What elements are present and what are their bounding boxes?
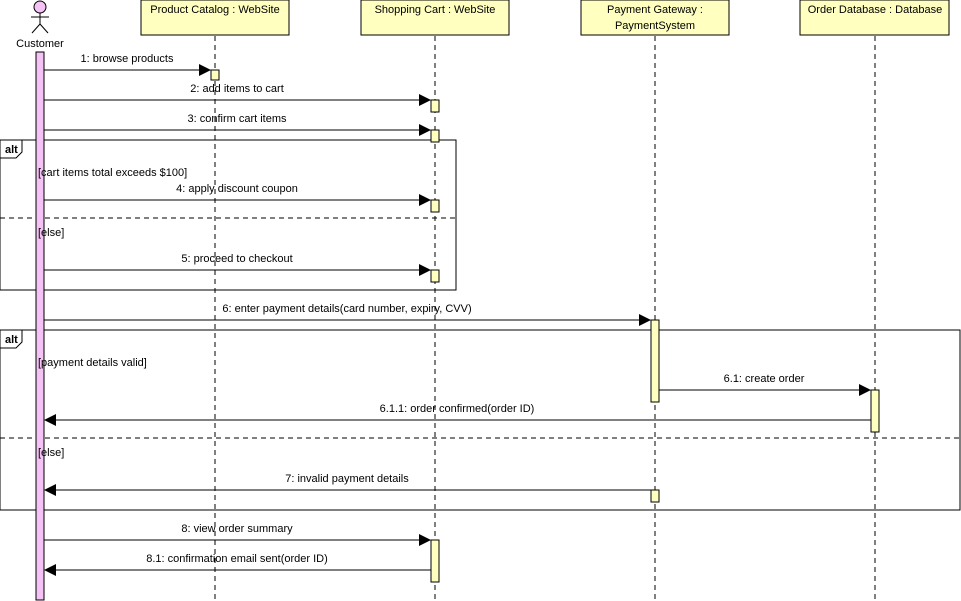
actor-stick-figure-icon (31, 0, 49, 34)
message-2[interactable]: 2: add items to cart (44, 83, 431, 106)
message-label: 6: enter payment details(card number, ex… (222, 303, 471, 315)
lifeline-title: Product Catalog : WebSite (150, 4, 279, 16)
fragment-guard: [else] (38, 227, 64, 239)
cart-activation (430, 199, 440, 213)
fragment-guard: [else] (38, 447, 64, 459)
lifeline-lines (214, 36, 876, 601)
message-label: 6.1: create order (724, 373, 805, 385)
lifeline-box (140, 0, 290, 36)
fragment-operator-tab (0, 139, 23, 159)
arrowhead-icon (44, 564, 56, 576)
payment-activation (650, 319, 660, 403)
activation-bars (210, 69, 880, 583)
message-3[interactable]: 3: confirm cart items (44, 113, 431, 136)
arrowhead-icon (419, 534, 431, 546)
fragment-operator: alt (5, 144, 18, 156)
message-label: 3: confirm cart items (187, 113, 287, 125)
message-4[interactable]: 4: apply discount coupon (44, 183, 431, 206)
message-8[interactable]: 8: view order summary (44, 523, 431, 546)
actor-name: Customer (16, 38, 64, 50)
catalog-activation (210, 69, 220, 81)
customer-activation-overlay (35, 51, 45, 601)
arrowhead-icon (639, 314, 651, 326)
alt-fragment-payment: alt (0, 329, 961, 511)
message-label: 4: apply discount coupon (176, 183, 298, 195)
message-8-1[interactable]: 8.1: confirmation email sent(order ID) (44, 553, 431, 576)
cart-activation (430, 99, 440, 113)
message-label: 1: browse products (81, 53, 174, 65)
lifeline-cart[interactable]: Shopping Cart : WebSite (360, 0, 510, 36)
lifeline-payment[interactable]: Payment Gateway : PaymentSystem (580, 0, 730, 36)
lifeline-title-line1: Payment Gateway : (607, 4, 703, 16)
arrowhead-icon (44, 414, 56, 426)
message-label: 7: invalid payment details (285, 473, 409, 485)
lifeline-title: Shopping Cart : WebSite (375, 4, 496, 16)
arrowhead-icon (419, 124, 431, 136)
payment-activation (650, 489, 660, 503)
actor-customer[interactable]: Customer (16, 0, 64, 50)
orderdb-activation (870, 389, 880, 433)
message-7[interactable]: 7: invalid payment details (44, 473, 651, 496)
message-label: 8: view order summary (181, 523, 293, 535)
fragment-operator-tab (0, 329, 23, 349)
fragment-frame (0, 139, 457, 291)
message-label: 6.1.1: order confirmed(order ID) (380, 403, 535, 415)
fragment-operator: alt (5, 334, 18, 346)
fragment-guard: [cart items total exceeds $100] (38, 167, 187, 179)
arrowhead-icon (859, 384, 871, 396)
message-6-1-1[interactable]: 6.1.1: order confirmed(order ID) (44, 403, 871, 426)
fragment-guard: [payment details valid] (38, 357, 147, 369)
cart-activation (430, 269, 440, 283)
cart-activation (430, 129, 440, 143)
arrowhead-icon (199, 64, 211, 76)
lifeline-box (580, 0, 730, 36)
message-1[interactable]: 1: browse products (44, 53, 211, 76)
message-6-1[interactable]: 6.1: create order (659, 373, 871, 396)
lifeline-box (799, 0, 950, 36)
lifeline-catalog[interactable]: Product Catalog : WebSite (140, 0, 290, 36)
lifeline-box (360, 0, 510, 36)
arrowhead-icon (419, 264, 431, 276)
cart-activation (430, 539, 440, 583)
fragment-frame (0, 329, 961, 511)
message-label: 5: proceed to checkout (181, 253, 292, 265)
arrowhead-icon (419, 194, 431, 206)
lifeline-title-line2: PaymentSystem (615, 20, 695, 32)
message-6[interactable]: 6: enter payment details(card number, ex… (44, 303, 651, 326)
alt-fragment-cart: alt (0, 139, 457, 291)
arrowhead-icon (419, 94, 431, 106)
arrowhead-icon (44, 484, 56, 496)
message-label: 8.1: confirmation email sent(order ID) (146, 553, 328, 565)
message-label: 2: add items to cart (190, 83, 284, 95)
lifeline-title: Order Database : Database (808, 4, 943, 16)
lifeline-orderdb[interactable]: Order Database : Database (799, 0, 950, 36)
message-5[interactable]: 5: proceed to checkout (44, 253, 431, 276)
